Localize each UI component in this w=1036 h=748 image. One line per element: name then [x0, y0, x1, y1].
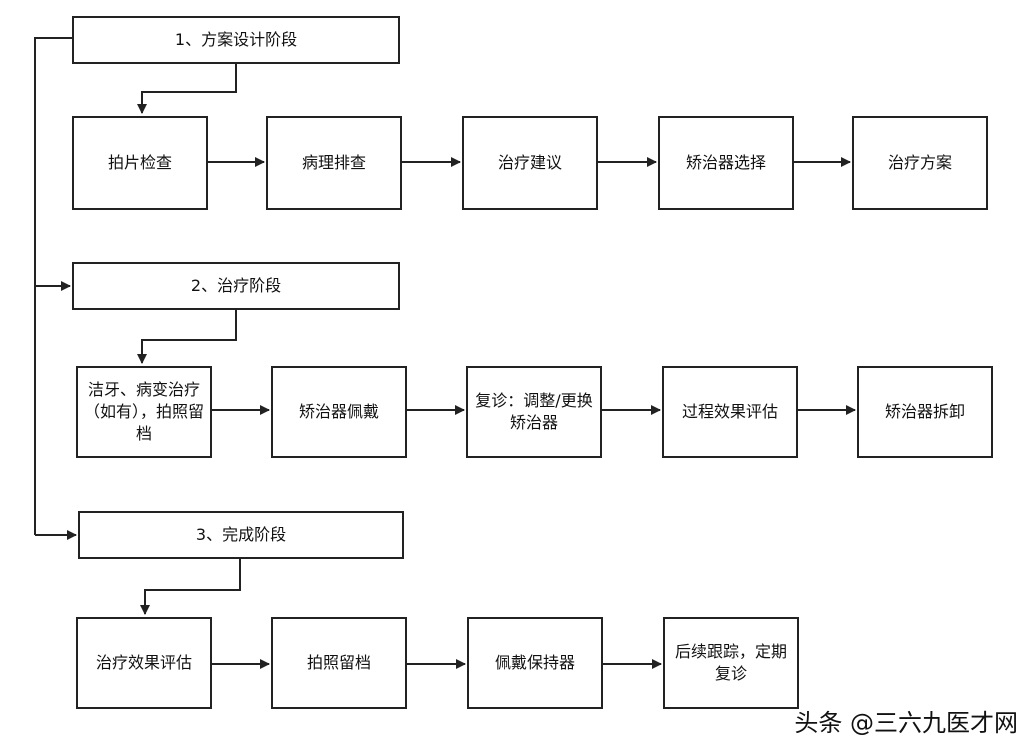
stage-3-title: 3、完成阶段: [195, 525, 287, 544]
stage-2-step-1: 洁牙、病变治疗（如有），拍照留档: [76, 366, 212, 458]
stage-3-step-1: 治疗效果评估: [76, 617, 212, 709]
stage-2-step-3: 复诊：调整/更换矫治器: [466, 366, 602, 458]
stage-2-step-4: 过程效果评估: [662, 366, 798, 458]
stage-2-drop-arrow: [137, 309, 237, 364]
stage-1-title: 1、方案设计阶段: [174, 30, 298, 49]
watermark-text: 头条 @三六九医才网: [794, 709, 1018, 737]
stage-1-step-3: 治疗建议: [462, 116, 598, 210]
spine-line: [34, 37, 72, 535]
stage-1-step-1: 拍片检查: [72, 116, 208, 210]
stage-1-step-2: 病理排查: [266, 116, 402, 210]
stage-3-step-4: 后续跟踪，定期复诊: [663, 617, 799, 709]
stage-1-step-4: 矫治器选择: [658, 116, 794, 210]
stage-3-step-2: 拍照留档: [271, 617, 407, 709]
stage-1-title-box: 1、方案设计阶段: [72, 16, 400, 64]
stage-3-step-3: 佩戴保持器: [467, 617, 603, 709]
stage-1-drop-arrow: [137, 63, 237, 114]
stage-2-title: 2、治疗阶段: [190, 276, 282, 295]
stage-2-step-5: 矫治器拆卸: [857, 366, 993, 458]
stage-2-step-2: 矫治器佩戴: [271, 366, 407, 458]
stage-1-step-5: 治疗方案: [852, 116, 988, 210]
stage-2-title-box: 2、治疗阶段: [72, 262, 400, 310]
stage-3-title-box: 3、完成阶段: [78, 511, 404, 559]
stage-3-drop-arrow: [140, 558, 241, 615]
